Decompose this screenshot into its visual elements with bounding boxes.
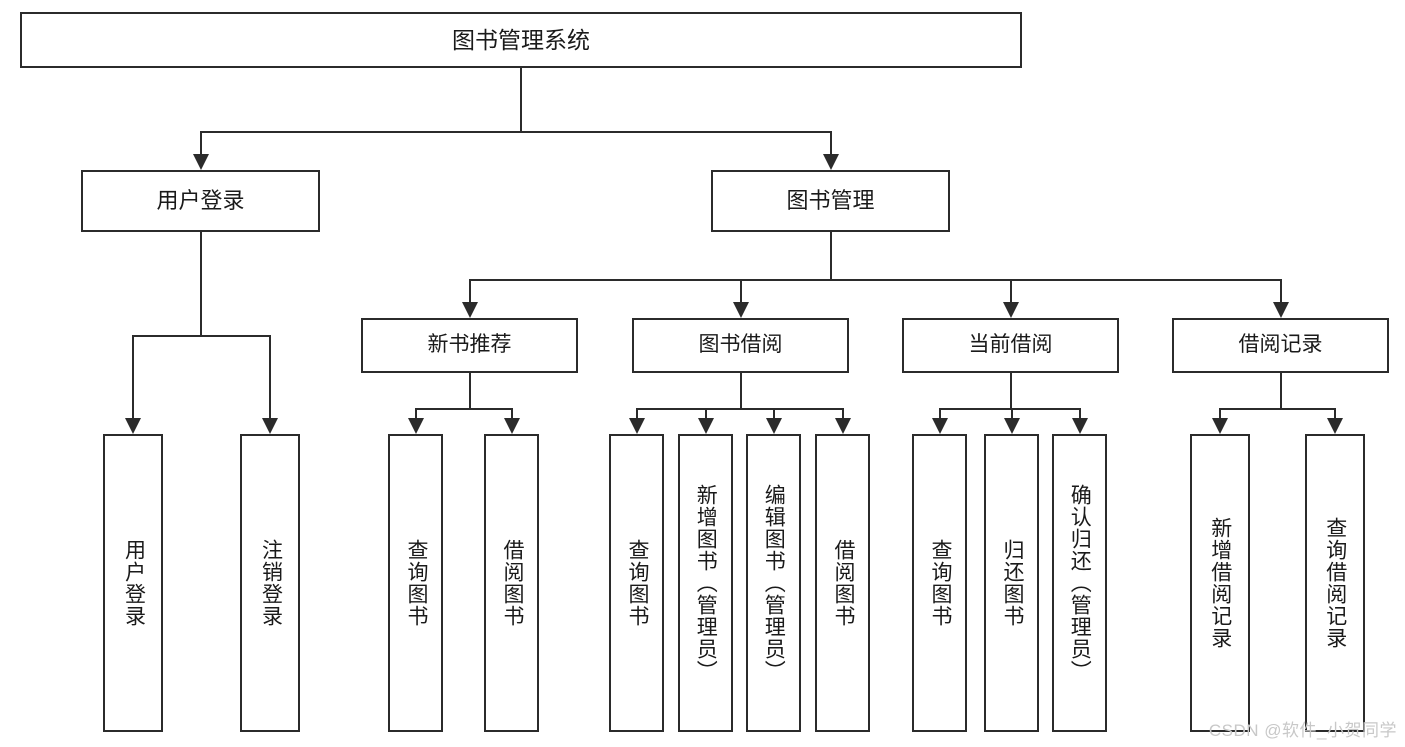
leaf-node-leaf-confirm-return[interactable]: 确认归还（管理员）: [1052, 434, 1107, 732]
connector-vertical: [510, 408, 513, 418]
connector-arrowhead: [503, 418, 520, 434]
connector-vertical: [1078, 408, 1081, 418]
level1-node-user-login[interactable]: 用户登录: [81, 170, 320, 232]
leaf-node-leaf-user-logout[interactable]: 注销登录: [240, 434, 300, 732]
leaf-label: 编辑图书（管理员）: [762, 484, 786, 682]
connector-arrowhead: [822, 154, 839, 170]
connector-vertical: [635, 408, 638, 418]
leaf-label: 借阅图书: [500, 539, 524, 627]
connector-vertical: [1009, 279, 1012, 302]
leaf-node-leaf-return-book[interactable]: 归还图书: [984, 434, 1039, 732]
connector-horizontal: [414, 408, 513, 410]
leaf-node-leaf-add-book-admin[interactable]: 新增图书（管理员）: [678, 434, 733, 732]
level2-node-book-borrow[interactable]: 图书借阅: [632, 318, 849, 373]
connector-vertical: [1279, 279, 1282, 302]
leaf-label: 借阅图书: [831, 539, 855, 627]
root-node-root[interactable]: 图书管理系统: [20, 12, 1022, 68]
leaf-label: 新增借阅记录: [1208, 517, 1232, 649]
connector-vertical: [841, 408, 844, 418]
connector-horizontal: [199, 131, 832, 133]
connector-arrowhead: [1003, 418, 1020, 434]
connector-arrowhead: [125, 418, 141, 434]
connector-vertical: [739, 373, 742, 408]
connector-vertical: [269, 335, 271, 418]
level2-node-new-book-recommend[interactable]: 新书推荐: [361, 318, 578, 373]
level2-node-borrow-record[interactable]: 借阅记录: [1172, 318, 1389, 373]
leaf-label: 查询图书: [928, 539, 952, 627]
connector-arrowhead: [407, 418, 424, 434]
connector-arrowhead: [1002, 302, 1019, 318]
connector-vertical: [1219, 408, 1221, 418]
connector-arrowhead: [765, 418, 782, 434]
connector-vertical: [772, 408, 775, 418]
connector-arrowhead: [628, 418, 645, 434]
connector-arrowhead: [461, 302, 478, 318]
leaf-label: 查询图书: [625, 539, 649, 627]
leaf-node-leaf-add-record[interactable]: 新增借阅记录: [1190, 434, 1250, 732]
connector-horizontal: [468, 279, 1282, 281]
leaf-label: 查询借阅记录: [1323, 517, 1347, 649]
connector-arrowhead: [834, 418, 851, 434]
connector-arrowhead: [262, 418, 278, 434]
leaf-node-leaf-query-record[interactable]: 查询借阅记录: [1305, 434, 1365, 732]
root-node-label: 图书管理系统: [452, 26, 590, 53]
connector-vertical: [199, 131, 202, 154]
connector-arrowhead: [1212, 418, 1228, 434]
connector-vertical: [1009, 373, 1012, 408]
connector-vertical: [1010, 408, 1013, 418]
leaf-node-leaf-user-login[interactable]: 用户登录: [103, 434, 163, 732]
connector-horizontal: [635, 408, 844, 410]
connector-vertical: [468, 373, 471, 408]
leaf-label: 用户登录: [122, 539, 146, 627]
connector-arrowhead: [931, 418, 948, 434]
level2-node-label: 新书推荐: [427, 333, 512, 357]
connector-vertical: [829, 131, 832, 154]
leaf-node-leaf-borrow-book-1[interactable]: 借阅图书: [484, 434, 539, 732]
connector-horizontal: [938, 408, 1081, 410]
level1-node-book-manage[interactable]: 图书管理: [711, 170, 950, 232]
connector-vertical: [414, 408, 417, 418]
connector-arrowhead: [192, 154, 209, 170]
leaf-label: 查询图书: [404, 539, 428, 627]
leaf-node-leaf-borrow-book-2[interactable]: 借阅图书: [815, 434, 870, 732]
csdn-watermark: CSDN @软件_小贺同学: [1208, 721, 1397, 740]
connector-horizontal: [132, 335, 271, 337]
level2-node-label: 借阅记录: [1238, 333, 1323, 357]
connector-vertical: [829, 232, 832, 279]
connector-arrowhead: [697, 418, 714, 434]
connector-vertical: [1279, 373, 1282, 408]
connector-arrowhead: [1272, 302, 1289, 318]
leaf-label: 注销登录: [259, 539, 283, 627]
leaf-label: 确认归还（管理员）: [1068, 484, 1092, 682]
connector-vertical: [739, 279, 742, 302]
level1-node-label: 用户登录: [156, 188, 245, 214]
connector-arrowhead: [1327, 418, 1343, 434]
leaf-node-leaf-query-book-3[interactable]: 查询图书: [912, 434, 967, 732]
leaf-label: 归还图书: [1000, 539, 1024, 627]
level2-node-label: 当前借阅: [968, 333, 1053, 357]
level2-node-label: 图书借阅: [698, 333, 783, 357]
leaf-node-leaf-edit-book-admin[interactable]: 编辑图书（管理员）: [746, 434, 801, 732]
level1-node-label: 图书管理: [786, 188, 875, 214]
connector-horizontal: [1219, 408, 1336, 410]
connector-vertical: [1334, 408, 1336, 418]
leaf-node-leaf-query-book-2[interactable]: 查询图书: [609, 434, 664, 732]
connector-vertical: [468, 279, 471, 302]
connector-arrowhead: [1071, 418, 1088, 434]
leaf-node-leaf-query-book-1[interactable]: 查询图书: [388, 434, 443, 732]
leaf-label: 新增图书（管理员）: [694, 484, 718, 682]
connector-arrowhead: [732, 302, 749, 318]
connector-vertical: [199, 232, 202, 335]
connector-vertical: [704, 408, 707, 418]
connector-vertical: [938, 408, 941, 418]
level2-node-current-borrow[interactable]: 当前借阅: [902, 318, 1119, 373]
connector-vertical: [520, 68, 522, 131]
connector-vertical: [132, 335, 134, 418]
